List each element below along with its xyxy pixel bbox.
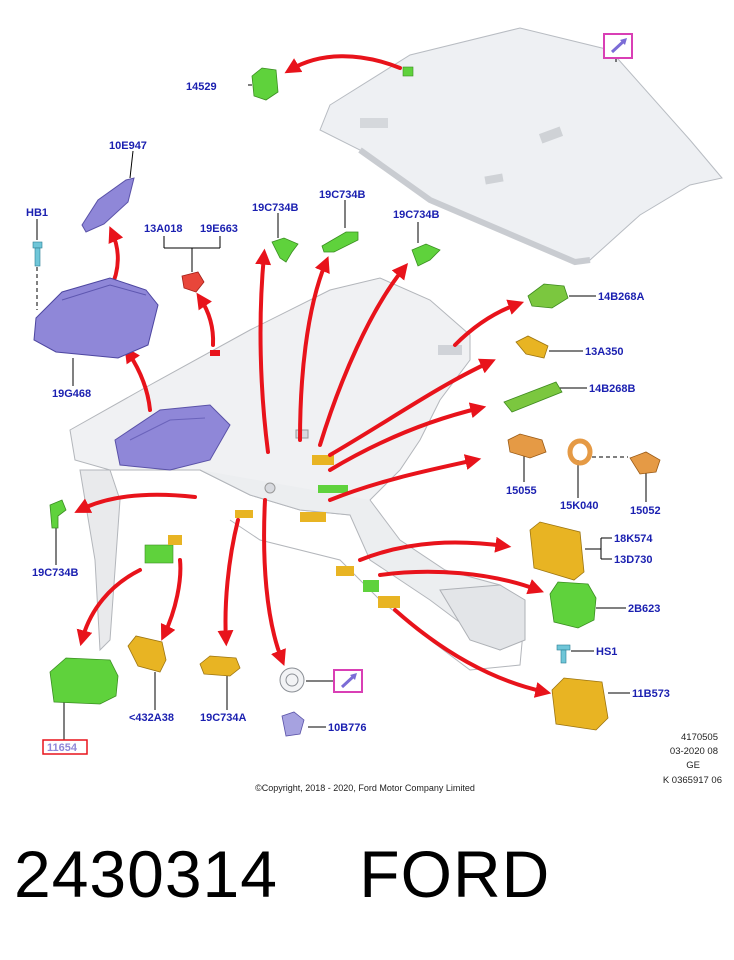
label-19E663: 19E663: [200, 223, 238, 235]
meta-line-2: 03-2020 08: [670, 746, 718, 757]
caption: 2430314 FORD: [14, 836, 734, 912]
label-15K040: 15K040: [560, 500, 599, 512]
label-19C734B-1: 19C734B: [252, 202, 299, 214]
label-18K574: 18K574: [614, 533, 653, 545]
meta-line-1: 4170505: [681, 732, 718, 743]
part-432A38[interactable]: [127, 635, 167, 673]
label-11B573: 11B573: [632, 688, 670, 700]
label-19C734B-4: 19C734B: [32, 567, 79, 579]
part-19C734B-left[interactable]: [49, 499, 67, 529]
part-19C734B-top-1[interactable]: [271, 237, 299, 263]
part-HS1[interactable]: [556, 644, 571, 664]
leader-lines: [36, 34, 647, 740]
label-HS1: HS1: [596, 646, 617, 658]
arrow-2B623: [378, 569, 544, 595]
label-19C734A: 19C734A: [200, 712, 247, 724]
part-11B573[interactable]: [551, 677, 609, 731]
meta-line-4: K 0365917 06: [663, 775, 722, 786]
callout-arrows: [74, 54, 552, 698]
label-13D730: 13D730: [614, 554, 653, 566]
part-14529[interactable]: [251, 67, 279, 101]
label-19C734B-2: 19C734B: [319, 189, 366, 201]
part-19G468[interactable]: [33, 277, 159, 359]
bezel-pointer-icon[interactable]: [333, 669, 363, 693]
meta-line-3: GE: [686, 760, 700, 771]
label-2B623: 2B623: [628, 603, 660, 615]
label-19C734B-3: 19C734B: [393, 209, 440, 221]
arrow-14B268B: [328, 402, 487, 472]
label-19G468: 19G468: [52, 388, 91, 400]
label-13A018: 13A018: [144, 223, 183, 235]
caption-brand: FORD: [359, 837, 551, 911]
label-432A38: <432A38: [129, 712, 174, 724]
part-labels: 14529 10E947 HB1 13A018 19E663 19C734B 1…: [26, 81, 670, 755]
part-14B268A[interactable]: [527, 283, 569, 309]
arrow-19C734B-a: [255, 248, 272, 454]
label-10E947: 10E947: [109, 140, 147, 152]
label-15055: 15055: [506, 485, 537, 497]
part-10E947[interactable]: [81, 177, 135, 233]
label-HB1: HB1: [26, 207, 48, 219]
label-14529: 14529: [186, 81, 217, 93]
headliner-pointer-icon[interactable]: [603, 33, 633, 59]
arrow-10B776: [262, 498, 286, 666]
label-10B776: 10B776: [328, 722, 367, 734]
part-19C734A[interactable]: [199, 655, 241, 677]
instrument-panel: [69, 277, 526, 671]
part-10B776[interactable]: [281, 711, 305, 737]
label-14B268A: 14B268A: [598, 291, 645, 303]
label-13A350: 13A350: [585, 346, 624, 358]
arrow-18K574: [358, 536, 512, 562]
arrow-13A350: [328, 358, 496, 457]
arrow-19C734B-b: [298, 256, 330, 442]
arrow-14529: [284, 54, 402, 74]
arrow-19C734B-left: [74, 492, 197, 513]
parts: [32, 67, 661, 737]
part-19C734B-top-3[interactable]: [411, 243, 441, 267]
part-15052[interactable]: [629, 451, 661, 475]
arrow-11B573: [393, 608, 552, 698]
arrow-432A38: [160, 558, 183, 641]
part-13A350[interactable]: [515, 335, 549, 359]
part-18K574[interactable]: [529, 521, 585, 581]
arrow-19G468: [124, 346, 152, 412]
part-15055[interactable]: [507, 433, 547, 459]
part-19C734B-top-2[interactable]: [321, 231, 359, 253]
copyright-text: ©Copyright, 2018 - 2020, Ford Motor Comp…: [255, 783, 475, 793]
label-15052: 15052: [630, 505, 661, 517]
arrow-13A018: [196, 292, 216, 347]
arrow-14B268A: [453, 299, 525, 347]
arrow-19C734B-c: [318, 263, 409, 447]
part-14B268B[interactable]: [503, 381, 563, 413]
headliner: [319, 27, 723, 266]
label-14B268B: 14B268B: [589, 383, 636, 395]
caption-part-number: 2430314: [14, 837, 278, 911]
part-2B623[interactable]: [549, 581, 597, 629]
part-10B776-bezel[interactable]: [279, 667, 305, 693]
meta-block: 4170505 03-2020 08 GE K 0365917 06: [663, 732, 722, 786]
label-11654-highlight: [42, 739, 88, 755]
part-15K040[interactable]: [567, 438, 593, 466]
arrow-15055: [328, 454, 482, 502]
part-11654[interactable]: [49, 657, 119, 705]
arrow-11654: [76, 568, 142, 647]
label-11654: 11654: [47, 742, 78, 754]
part-13A018[interactable]: [181, 271, 205, 293]
arrow-19C734A: [217, 518, 240, 647]
part-HB1[interactable]: [32, 241, 43, 267]
